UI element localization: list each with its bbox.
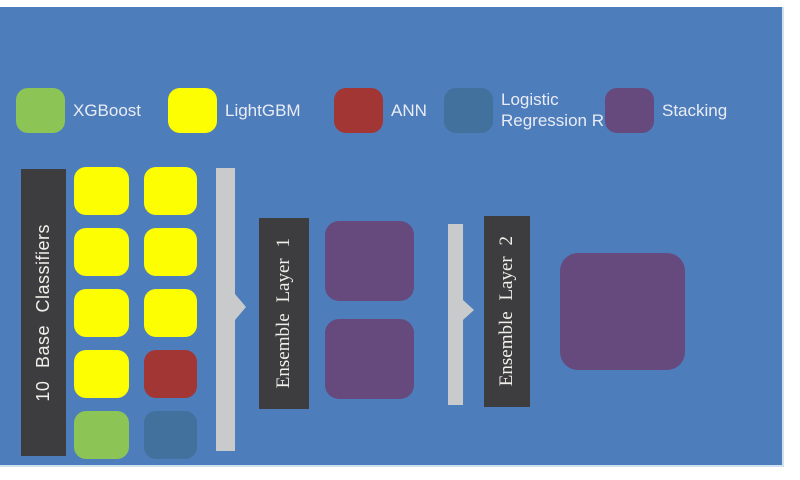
lightgbm-swatch bbox=[168, 87, 217, 133]
ensemble-layer1-title: Ensemble Layer 1 bbox=[273, 238, 294, 389]
legend-label-line: Regression R bbox=[501, 111, 604, 130]
base-classifiers-title: 10 Base Classifiers bbox=[33, 223, 53, 402]
logistic-regression-swatch bbox=[444, 87, 493, 133]
base-classifier-column-1 bbox=[74, 167, 129, 459]
legend-label-line: LightGBM bbox=[225, 100, 301, 120]
legend-item-ann: ANN bbox=[334, 87, 427, 133]
legend-label-line: Logistic bbox=[501, 90, 559, 109]
stacking-swatch bbox=[605, 87, 654, 133]
classifier-block-ann bbox=[144, 350, 197, 398]
legend-label-ann: ANN bbox=[391, 100, 427, 121]
classifier-block-lightgbm bbox=[144, 167, 197, 215]
ensemble-layer1-blocks bbox=[325, 221, 414, 399]
legend-item-lightgbm: LightGBM bbox=[168, 87, 301, 133]
legend-item-stacking: Stacking bbox=[605, 87, 727, 133]
classifier-block-lightgbm bbox=[74, 167, 129, 215]
legend-label-xgboost: XGBoost bbox=[73, 100, 141, 121]
arrow-right-2-head bbox=[463, 300, 474, 320]
classifier-block-lightgbm bbox=[74, 350, 129, 398]
legend-label-line: ANN bbox=[391, 100, 427, 120]
legend-label-line: Stacking bbox=[662, 100, 728, 120]
legend-label-line: XGBoost bbox=[73, 100, 142, 120]
classifier-block-xgboost bbox=[74, 411, 129, 459]
ann-swatch bbox=[334, 87, 383, 133]
arrow-right-1-bar bbox=[216, 168, 235, 451]
classifier-block-stacking bbox=[325, 221, 414, 301]
base-classifiers-title-bar: 10 Base Classifiers bbox=[21, 169, 66, 456]
ensemble-layer2-title: Ensemble Layer 2 bbox=[496, 236, 517, 387]
ensemble-layer2-title-bar: Ensemble Layer 2 bbox=[484, 216, 530, 407]
arrow-right-2-bar bbox=[448, 224, 463, 405]
legend-label-stacking: Stacking bbox=[662, 100, 727, 121]
classifier-block-logistic bbox=[144, 411, 197, 459]
classifier-block-lightgbm bbox=[144, 289, 197, 337]
ensemble-layer2-blocks bbox=[560, 253, 685, 370]
legend-item-xgboost: XGBoost bbox=[16, 87, 141, 133]
classifier-block-stacking bbox=[325, 319, 414, 399]
base-classifier-column-2 bbox=[144, 167, 197, 459]
legend-label-lightgbm: LightGBM bbox=[225, 100, 301, 121]
classifier-block-lightgbm bbox=[74, 228, 129, 276]
classifier-block-lightgbm bbox=[74, 289, 129, 337]
xgboost-swatch bbox=[16, 87, 65, 133]
arrow-right-1-head bbox=[235, 294, 246, 320]
ensemble-layer1-title-bar: Ensemble Layer 1 bbox=[259, 218, 309, 409]
classifier-block-lightgbm bbox=[144, 228, 197, 276]
classifier-block-stacking bbox=[560, 253, 685, 370]
